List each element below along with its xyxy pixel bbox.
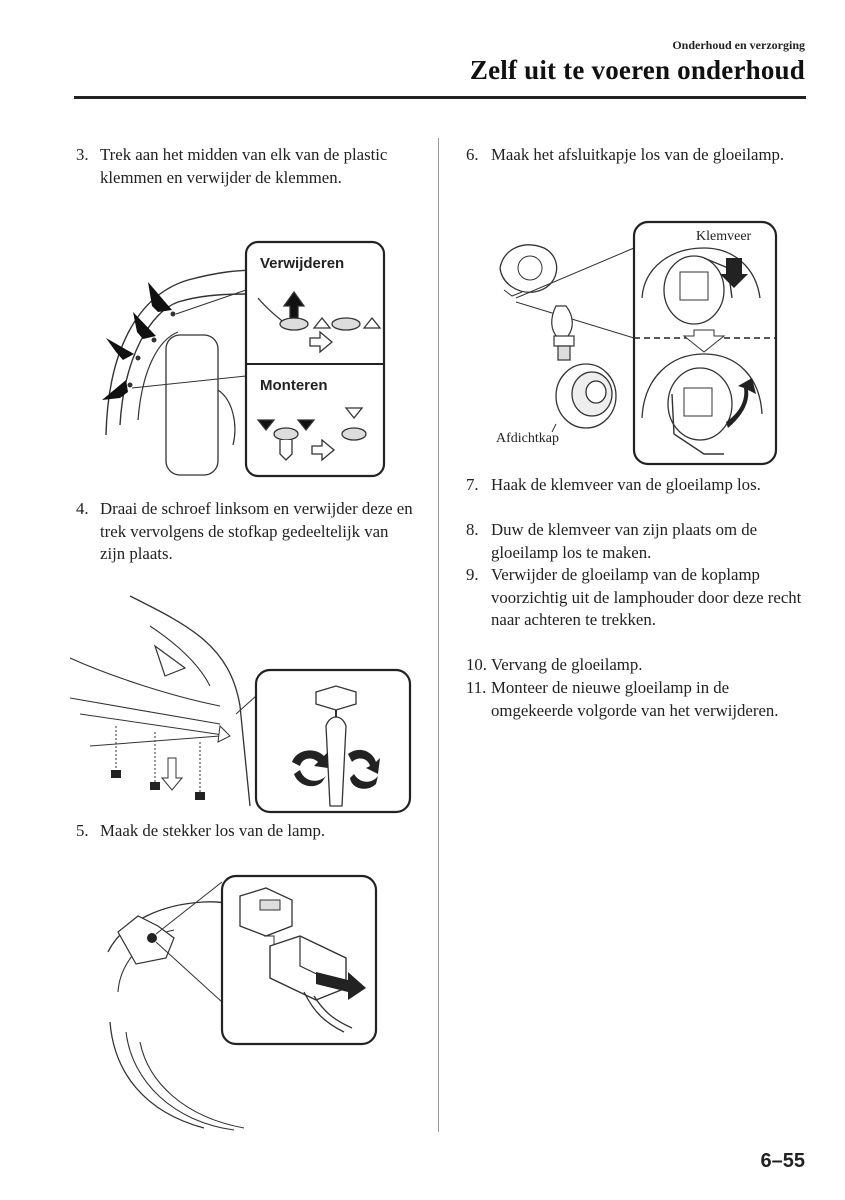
step-5: 5. Maak de stekker los van de lamp. bbox=[76, 820, 416, 843]
clip-removal-figure: Verwijderen Monteren bbox=[98, 240, 388, 480]
step-11: 11. Monteer de nieuwe gloeilamp in de om… bbox=[466, 677, 806, 722]
step-number: 7. bbox=[466, 475, 479, 494]
clip-insert-icon bbox=[256, 407, 367, 462]
step-number: 3. bbox=[76, 145, 89, 164]
connector-figure bbox=[104, 872, 380, 1132]
step-9: 9. Verwijder de gloeilamp van de koplamp… bbox=[466, 564, 806, 632]
step-text: Draai de schroef linksom en verwijder de… bbox=[100, 499, 413, 563]
push-arrow-icon bbox=[720, 258, 748, 288]
step-text: Haak de klemveer van de gloeilamp los. bbox=[491, 475, 761, 494]
step-number: 11. bbox=[466, 678, 487, 697]
screw-icon bbox=[111, 770, 205, 800]
step-text: Maak de stekker los van de lamp. bbox=[100, 821, 326, 840]
step-text: Duw de klemveer van zijn plaats om de gl… bbox=[491, 520, 758, 562]
section-label: Onderhoud en verzorging bbox=[672, 38, 805, 52]
step-number: 10. bbox=[466, 655, 487, 674]
remove-label: Verwijderen bbox=[260, 255, 344, 272]
seal-cap-label: Afdichtkap bbox=[496, 431, 559, 446]
step-8: 8. Duw de klemveer van zijn plaats om de… bbox=[466, 519, 806, 564]
step-number: 8. bbox=[466, 520, 479, 539]
step-7: 7. Haak de klemveer van de gloeilamp los… bbox=[466, 474, 806, 497]
step-number: 6. bbox=[466, 145, 479, 164]
step-3: 3. Trek aan het midden van elk van de pl… bbox=[76, 144, 406, 189]
page-number: 6–55 bbox=[760, 1150, 806, 1172]
step-number: 4. bbox=[76, 499, 89, 518]
step-10: 10. Vervang de gloeilamp. bbox=[466, 654, 806, 677]
header-rule bbox=[74, 96, 806, 99]
bulb-spring-figure: Afdichtkap Klemveer bbox=[494, 218, 780, 468]
step-number: 9. bbox=[466, 565, 479, 584]
install-label: Monteren bbox=[260, 377, 328, 394]
seal-cap-icon bbox=[555, 363, 617, 429]
step-text: Trek aan het midden van elk van de plast… bbox=[100, 145, 388, 187]
column-divider bbox=[438, 138, 439, 1132]
spring-label: Klemveer bbox=[696, 229, 752, 244]
rotate-ccw-icon bbox=[292, 749, 380, 789]
step-4: 4. Draai de schroef linksom en verwijder… bbox=[76, 498, 416, 566]
bulb-icon bbox=[551, 305, 575, 361]
arrow-icon bbox=[102, 282, 172, 400]
step-6: 6. Maak het afsluitkapje los van de gloe… bbox=[466, 144, 796, 167]
step-text: Monteer de nieuwe gloeilamp in de omgeke… bbox=[491, 678, 779, 720]
step-text: Vervang de gloeilamp. bbox=[491, 655, 643, 674]
step-text: Maak het afsluitkapje los van de gloeila… bbox=[491, 145, 785, 164]
dust-cover-screw-figure bbox=[70, 586, 415, 818]
finger-pull-icon bbox=[257, 290, 382, 354]
rotate-arrow-icon bbox=[726, 378, 756, 428]
pull-arrow-icon bbox=[316, 972, 366, 1000]
step-text: Verwijder de gloeilamp van de koplamp vo… bbox=[491, 565, 802, 629]
step-number: 5. bbox=[76, 821, 89, 840]
page-title: Zelf uit te voeren onderhoud bbox=[469, 55, 805, 85]
